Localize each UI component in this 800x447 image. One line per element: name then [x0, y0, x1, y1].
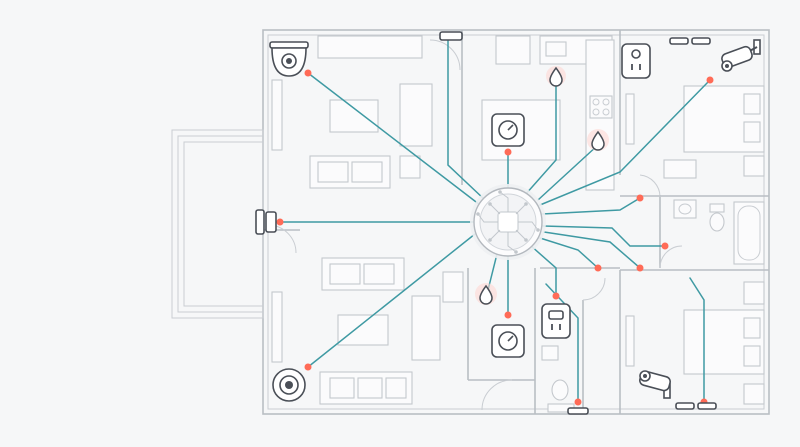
window-sensor-icon[interactable]	[567, 407, 589, 415]
window-sensor-icon[interactable]	[669, 37, 711, 45]
water-drop-icon[interactable]	[587, 129, 609, 151]
bullet-camera-icon[interactable]	[639, 370, 672, 399]
furniture	[271, 35, 765, 413]
dome-camera-icon[interactable]	[272, 368, 306, 402]
door-sensor-icon[interactable]	[255, 209, 277, 235]
smart-plug-icon[interactable]	[541, 303, 571, 339]
water-drop-icon[interactable]	[546, 66, 566, 87]
door-arc-top	[429, 39, 461, 71]
window-sensor-icon[interactable]	[675, 402, 717, 410]
walls	[171, 29, 770, 415]
window-sensor-icon[interactable]	[439, 31, 463, 41]
thermostat-icon[interactable]	[491, 113, 525, 147]
terrace	[171, 129, 264, 319]
circuit-hub-icon[interactable]	[470, 184, 546, 260]
smart-plug-icon[interactable]	[621, 43, 651, 79]
dome-camera-icon[interactable]	[269, 41, 309, 77]
bullet-camera-icon[interactable]	[721, 39, 761, 72]
water-drop-icon[interactable]	[475, 283, 497, 305]
thermostat-icon[interactable]	[491, 324, 525, 358]
